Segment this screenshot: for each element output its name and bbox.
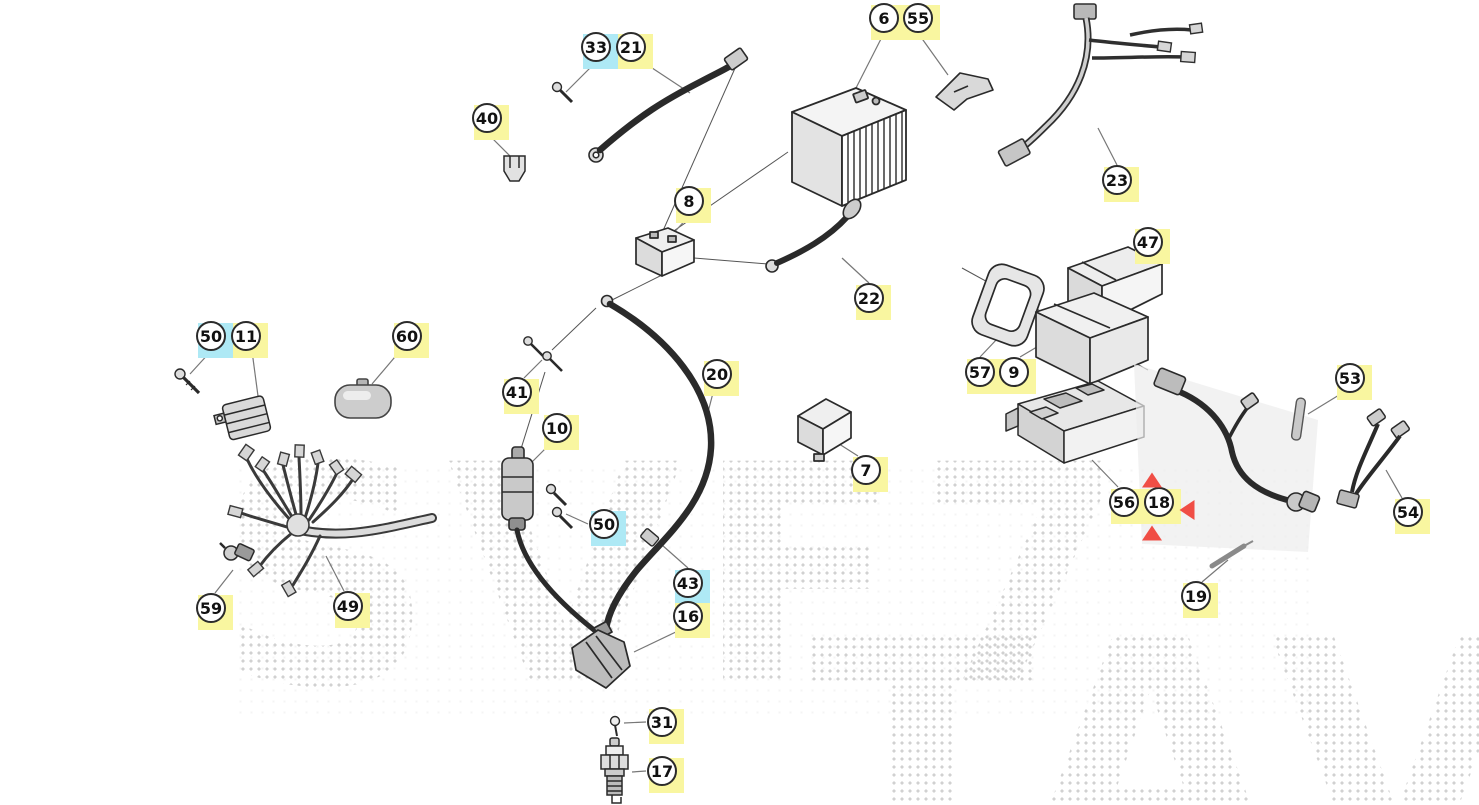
callout-11[interactable]: 11 [231, 321, 268, 358]
callout-60[interactable]: 60 [392, 321, 429, 358]
callout-8[interactable]: 8 [674, 186, 711, 223]
callout-6[interactable]: 6 [869, 3, 906, 40]
bolts-41-illustration [523, 336, 563, 372]
regulator-illustration [213, 395, 272, 441]
callout-number: 21 [616, 32, 646, 62]
callout-number: 20 [702, 359, 732, 389]
callout-number: 18 [1144, 487, 1174, 517]
callout-number: 23 [1102, 165, 1132, 195]
callout-47[interactable]: 47 [1133, 227, 1170, 264]
callout-number: 56 [1109, 487, 1139, 517]
callout-18[interactable]: 18 [1144, 487, 1181, 524]
pin-illustration [1209, 540, 1254, 569]
callout-22[interactable]: 22 [854, 283, 891, 320]
callout-23[interactable]: 23 [1102, 165, 1139, 202]
callout-49[interactable]: 49 [333, 591, 370, 628]
callout-number: 33 [581, 32, 611, 62]
callout-number: 60 [392, 321, 422, 351]
callout-number: 8 [674, 186, 704, 216]
fuse-illustration [503, 155, 526, 182]
callout-7[interactable]: 7 [851, 455, 888, 492]
terminal-31-illustration [609, 715, 621, 737]
spark-plug-illustration [600, 737, 629, 804]
callout-number: 59 [196, 593, 226, 623]
callout-number: 50 [589, 509, 619, 539]
callout-41[interactable]: 41 [502, 377, 539, 414]
callout-56[interactable]: 56 [1109, 487, 1146, 524]
callout-number: 49 [333, 591, 363, 621]
starter-relay-illustration [635, 227, 695, 277]
callout-number: 31 [647, 707, 677, 737]
callout-53[interactable]: 53 [1335, 363, 1372, 400]
callout-40[interactable]: 40 [472, 103, 509, 140]
callout-21[interactable]: 21 [616, 32, 653, 69]
spark-plug-cable-illustration [600, 294, 715, 634]
callout-57[interactable]: 57 [965, 357, 1002, 394]
relay-illustration [797, 398, 852, 462]
callout-31[interactable]: 31 [647, 707, 684, 744]
callout-50[interactable]: 50 [589, 509, 626, 546]
battery-cable-22-illustration [765, 198, 862, 273]
tube-illustration [1290, 397, 1307, 441]
ecu-board-illustration [1005, 380, 1145, 464]
callout-33[interactable]: 33 [581, 32, 618, 69]
rear-harness-illustration [997, 3, 1204, 167]
ignition-coil-illustration [501, 446, 597, 633]
callout-number: 9 [999, 357, 1029, 387]
callout-59[interactable]: 59 [196, 593, 233, 630]
bolts-50-illustration [545, 483, 574, 530]
callout-number: 40 [472, 103, 502, 133]
callout-20[interactable]: 20 [702, 359, 739, 396]
callout-10[interactable]: 10 [542, 413, 579, 450]
callout-number: 17 [647, 756, 677, 786]
battery-cable-21-illustration [588, 47, 749, 163]
main-wiring-harness-illustration [227, 443, 437, 598]
callout-16[interactable]: 16 [673, 601, 710, 638]
callout-54[interactable]: 54 [1393, 497, 1430, 534]
callout-number: 41 [502, 377, 532, 407]
flasher-illustration [334, 378, 392, 419]
bolt-50-left-illustration [174, 368, 201, 395]
callout-19[interactable]: 19 [1181, 581, 1218, 618]
callout-number: 6 [869, 3, 899, 33]
bracket-55-illustration [935, 72, 994, 111]
cdi-unit-illustration [1035, 292, 1149, 385]
callout-number: 7 [851, 455, 881, 485]
callout-number: 54 [1393, 497, 1423, 527]
callout-9[interactable]: 9 [999, 357, 1036, 394]
callout-number: 57 [965, 357, 995, 387]
spark-plug-cap-illustration [571, 620, 631, 689]
callout-43[interactable]: 43 [673, 568, 710, 605]
callout-number: 47 [1133, 227, 1163, 257]
callout-number: 43 [673, 568, 703, 598]
callout-number: 16 [673, 601, 703, 631]
rubber-holder-illustration [971, 263, 1045, 347]
cable-clip-illustration [640, 528, 660, 547]
callout-number: 55 [903, 3, 933, 33]
callout-55[interactable]: 55 [903, 3, 940, 40]
callout-number: 11 [231, 321, 261, 351]
sensor-illustration [219, 542, 255, 562]
battery-illustration [791, 87, 907, 207]
callout-number: 19 [1181, 581, 1211, 611]
callout-number: 53 [1335, 363, 1365, 393]
screw-33-illustration [551, 81, 574, 104]
callout-number: 50 [196, 321, 226, 351]
callout-number: 22 [854, 283, 884, 313]
callout-50[interactable]: 50 [196, 321, 233, 358]
callout-number: 10 [542, 413, 572, 443]
callout-17[interactable]: 17 [647, 756, 684, 793]
cable-54-illustration [1336, 408, 1410, 509]
